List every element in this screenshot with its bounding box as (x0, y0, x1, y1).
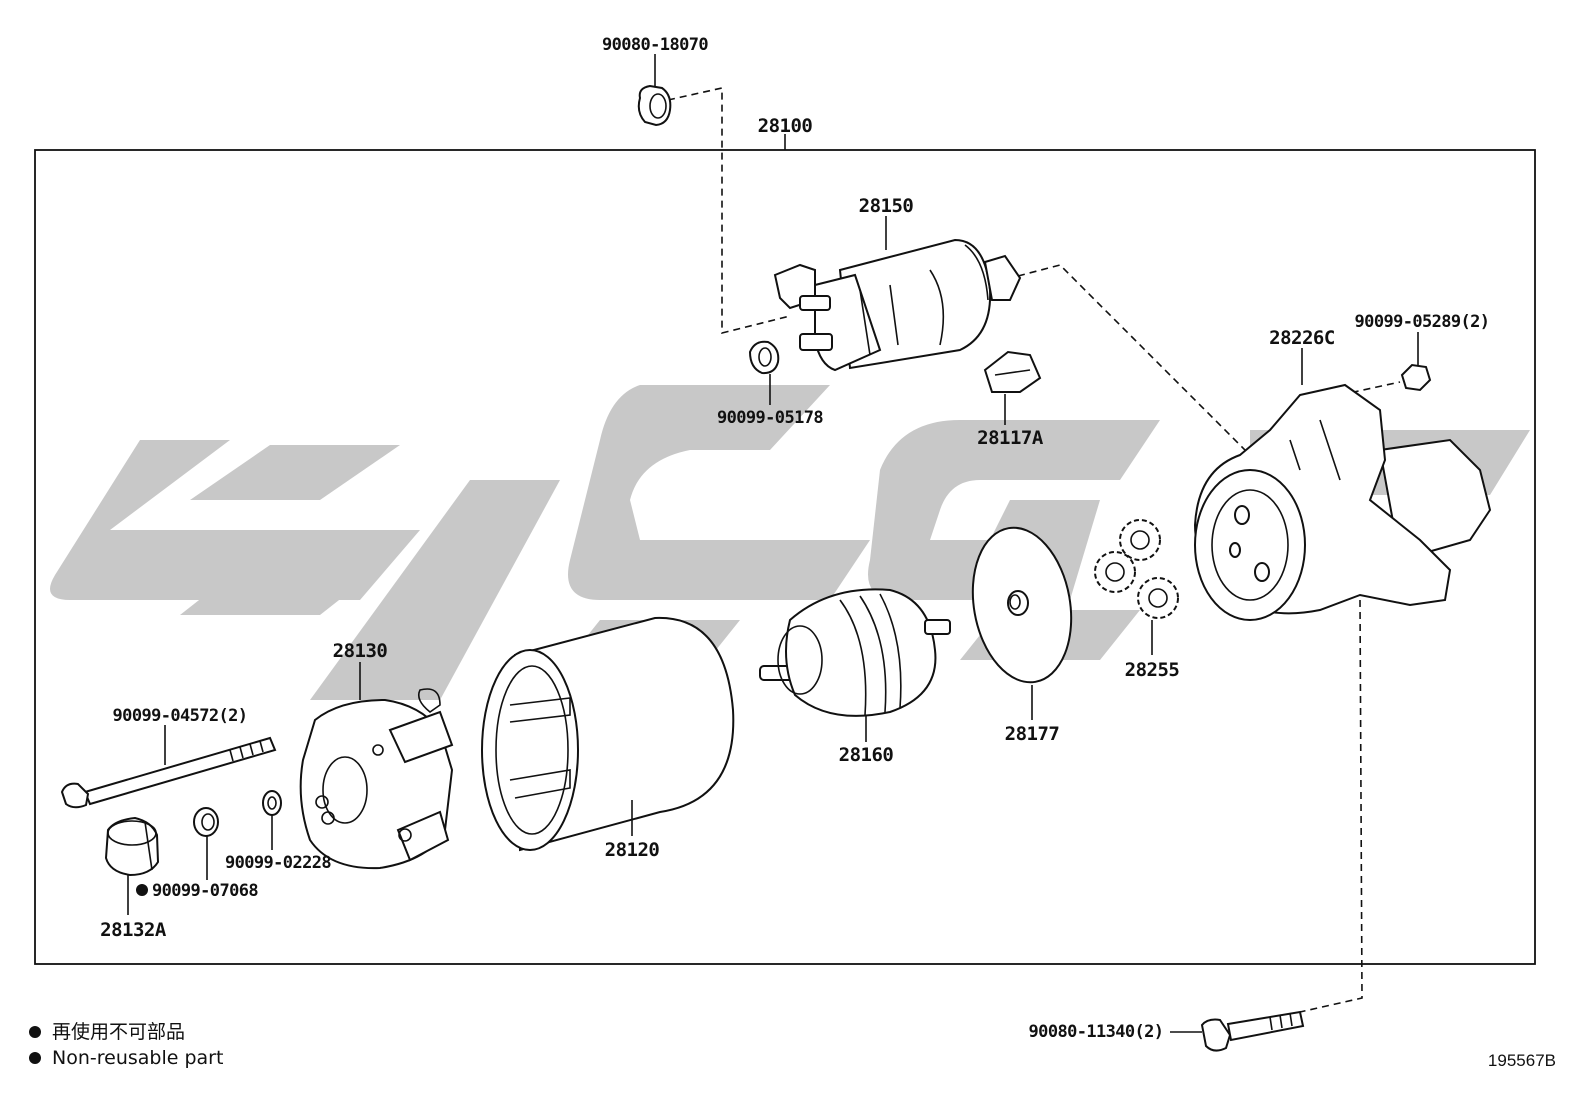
nut-top-part (637, 54, 672, 127)
armature-part (759, 588, 951, 742)
label-gears: 28255 (1125, 659, 1180, 681)
plate-part (971, 526, 1073, 720)
label-cap: 28132A (100, 919, 167, 941)
end-frame-part (299, 662, 454, 870)
guide-lines (667, 87, 1401, 1013)
label-yoke: 28120 (605, 839, 660, 861)
label-assembly: 28100 (758, 115, 813, 137)
label-cover: 28117A (977, 427, 1044, 449)
legend-non-reusable-en: Non-reusable part (52, 1047, 223, 1069)
label-nut-small: 90099-05178 (717, 408, 823, 428)
cap-part (104, 816, 160, 915)
label-nut-right: 90099-05289(2) (1355, 312, 1490, 332)
legend-non-reusable-jp: 再使用不可部品 (52, 1021, 185, 1043)
yoke-part (481, 616, 735, 852)
diagram-id: 195567B (1488, 1051, 1556, 1070)
label-housing: 28226C (1269, 327, 1335, 349)
label-washer: 90099-02228 (225, 853, 331, 873)
label-plate: 28177 (1005, 723, 1060, 745)
label-end-frame: 28130 (333, 640, 388, 662)
label-solenoid: 28150 (859, 195, 914, 217)
gears-part (1094, 519, 1179, 655)
ring-part (193, 807, 219, 880)
label-bolt-bottom: 90080-11340(2) (1029, 1022, 1164, 1042)
label-ring: 90099-07068 (152, 881, 258, 901)
through-bolt-part (60, 725, 277, 809)
label-armature: 28160 (839, 744, 894, 766)
legend-dot-2 (29, 1052, 41, 1064)
housing-part (1193, 348, 1492, 621)
solenoid-part (773, 216, 1022, 372)
cover-part (983, 350, 1042, 425)
legend-dot-1 (29, 1026, 41, 1038)
washer-part (262, 790, 282, 850)
label-nut-top: 90080-18070 (602, 35, 708, 55)
bolt-bottom-part (1170, 1010, 1305, 1052)
nut-right-part (1400, 332, 1432, 392)
non-reusable-dot (136, 884, 148, 896)
nut-small-part (748, 340, 780, 405)
label-through-bolt: 90099-04572(2) (113, 706, 248, 726)
